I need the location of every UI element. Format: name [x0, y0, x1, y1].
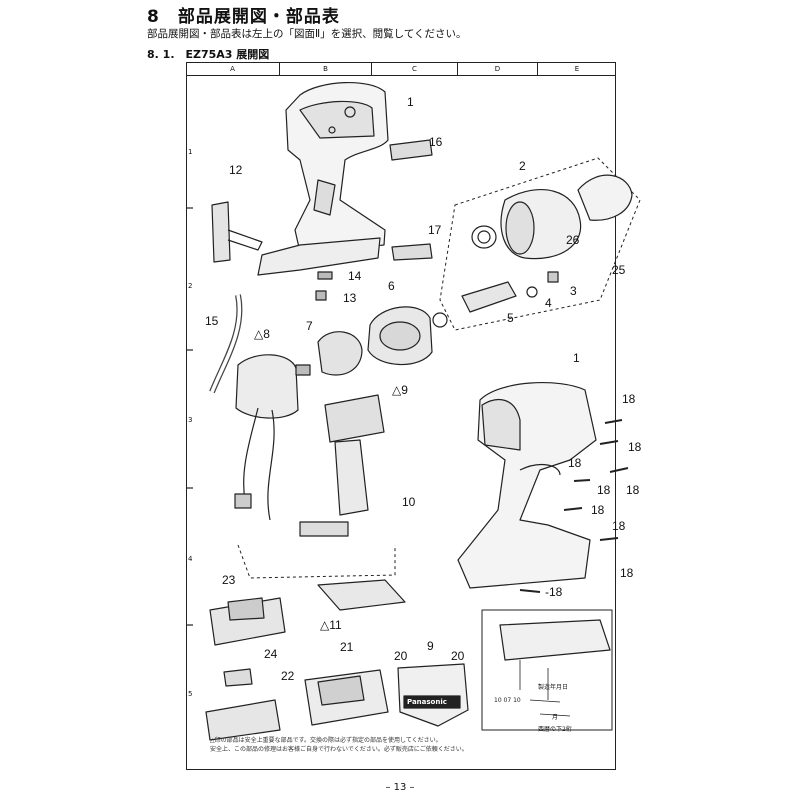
housing-right-half: [457, 382, 597, 589]
part-label-21: 21: [340, 640, 354, 654]
row-5: 5: [188, 690, 193, 698]
inset-date-code: 10 07 10: [494, 697, 521, 704]
part-label-11: △11: [320, 618, 342, 632]
row-1: 1: [188, 148, 193, 156]
part-label-20b: 20: [451, 649, 465, 663]
part-label-22: 22: [281, 669, 295, 683]
row-4: 4: [188, 555, 193, 563]
part-label-12: 12: [229, 163, 243, 177]
date-code-inset: [481, 609, 613, 731]
part-label-2: 2: [519, 159, 526, 173]
column-b: B: [280, 62, 372, 76]
part-label-9: △9: [392, 383, 408, 397]
page-title: 8 部品展開図・部品表: [147, 7, 340, 27]
housing-left-half: [257, 82, 389, 276]
part-label-18f: 18: [591, 503, 605, 517]
part-label-18c: 18: [568, 456, 582, 470]
part-label-26: 26: [566, 233, 580, 247]
part-label-18i: -18: [545, 585, 563, 599]
part-label-3: 3: [570, 284, 577, 298]
part-label-16: 16: [429, 135, 443, 149]
column-d: D: [458, 62, 538, 76]
row-2: 2: [188, 282, 193, 290]
part-label-9b: 9: [427, 639, 434, 653]
part-label-6: 6: [388, 279, 395, 293]
column-a: A: [186, 62, 280, 76]
part-label-4: 4: [545, 296, 552, 310]
part-label-24: 24: [264, 647, 278, 661]
inset-date-label: 製造年月日: [538, 684, 569, 691]
diagram-frame: [186, 62, 616, 770]
switch-assembly: [299, 394, 385, 537]
part-label-10: 10: [402, 495, 416, 509]
charger-21: [304, 669, 389, 726]
instruction-text: 部品展開図・部品表は左上の「図面Ⅱ」を選択、閲覧してください。: [147, 28, 467, 40]
part-label-23: 23: [222, 573, 236, 587]
part-label-17: 17: [428, 223, 442, 237]
gear-case: [471, 174, 633, 260]
part-label-8: △8: [254, 327, 270, 341]
part-label-15: 15: [205, 314, 219, 328]
part-label-1: 1: [407, 95, 414, 109]
column-c: C: [372, 62, 458, 76]
part-label-18b: 18: [628, 440, 642, 454]
part-label-18h: 18: [620, 566, 634, 580]
part-label-18e: 18: [626, 483, 640, 497]
hammer-assembly: [367, 306, 448, 366]
part-label-7: 7: [306, 319, 313, 333]
part-label-18g: 18: [612, 519, 626, 533]
motor: [234, 354, 311, 521]
part-label-18d: 18: [597, 483, 611, 497]
column-header-bar: A B C D E: [186, 62, 616, 76]
part-label-13: 13: [343, 291, 357, 305]
safety-disclaimer: △印の部品は安全上重要な部品です。交換の際は必ず指定の部品を使用してください。 …: [210, 737, 468, 753]
part-label-14: 14: [348, 269, 362, 283]
section-heading: 8. 1. EZ75A3 展開図: [147, 48, 270, 61]
nameplate-brand: Panasonic: [407, 698, 447, 706]
part-label-1b: 1: [573, 351, 580, 365]
part-label-20a: 20: [394, 649, 408, 663]
battery-23: [209, 597, 286, 646]
part-label-18a: 18: [622, 392, 636, 406]
page-number: – 13 –: [385, 782, 415, 793]
column-e: E: [538, 62, 616, 76]
inset-month-label: 月: [552, 714, 559, 721]
inset-year-label: 西暦の下2桁: [538, 726, 572, 733]
part-label-5: 5: [507, 311, 514, 325]
row-3: 3: [188, 416, 193, 424]
part-label-25: 25: [612, 263, 626, 277]
